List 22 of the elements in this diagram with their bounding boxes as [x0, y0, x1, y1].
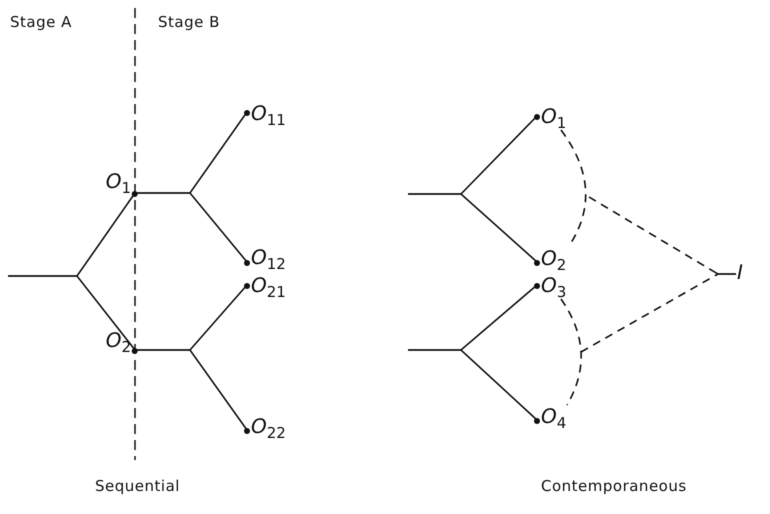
outcome-label: O$_{1}$ — [106, 171, 131, 196]
outcome-label: O$_{3}$ — [541, 275, 566, 300]
panel-caption: Sequential — [95, 477, 180, 495]
branch-line — [135, 192, 248, 262]
outcome-label: O$_{4}$ — [541, 406, 566, 431]
outcome-label: O$_{21}$ — [251, 275, 286, 300]
outcome-label: O$_{2}$ — [541, 248, 566, 273]
outcome-label: O$_{1}$ — [541, 106, 566, 131]
outcome-label: O$_{12}$ — [251, 247, 286, 272]
outcome-label: O$_{11}$ — [251, 103, 286, 128]
dashed-link-line — [580, 273, 736, 353]
branch-line — [8, 275, 136, 350]
branch-line — [408, 349, 538, 421]
outcome-label: I — [737, 262, 743, 282]
branch-line — [135, 349, 248, 430]
stage-label: Stage B — [158, 13, 220, 31]
outcome-label: O$_{22}$ — [251, 416, 286, 441]
panel-caption: Contemporaneous — [541, 477, 687, 495]
dashed-link-line — [560, 298, 582, 406]
stage-label: Stage A — [10, 13, 72, 31]
branch-line — [408, 193, 538, 263]
outcome-label: O$_{2}$ — [106, 330, 131, 355]
